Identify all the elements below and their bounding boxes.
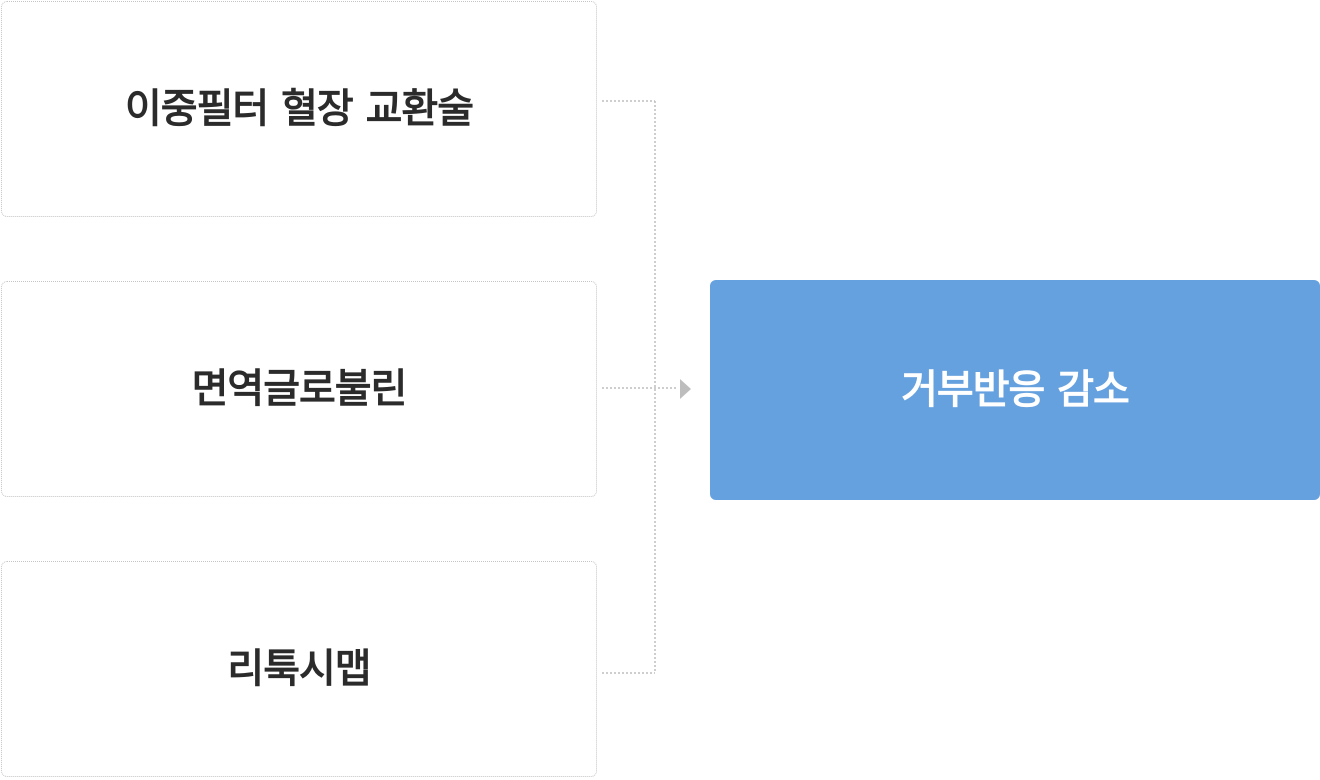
input-label: 리툭시맵: [227, 646, 371, 692]
result-box-rejection-reduction: 거부반응 감소: [710, 280, 1320, 500]
input-label: 면역글로불린: [191, 366, 408, 412]
arrow-head: [680, 379, 691, 399]
input-box-double-filtration-plasmapheresis: 이중필터 혈장 교환술: [1, 1, 597, 217]
input-label: 이중필터 혈장 교환술: [124, 86, 474, 132]
input-box-immunoglobulin: 면역글로불린: [1, 281, 597, 497]
result-label: 거부반응 감소: [901, 367, 1130, 413]
input-box-rituximab: 리툭시맵: [1, 561, 597, 777]
